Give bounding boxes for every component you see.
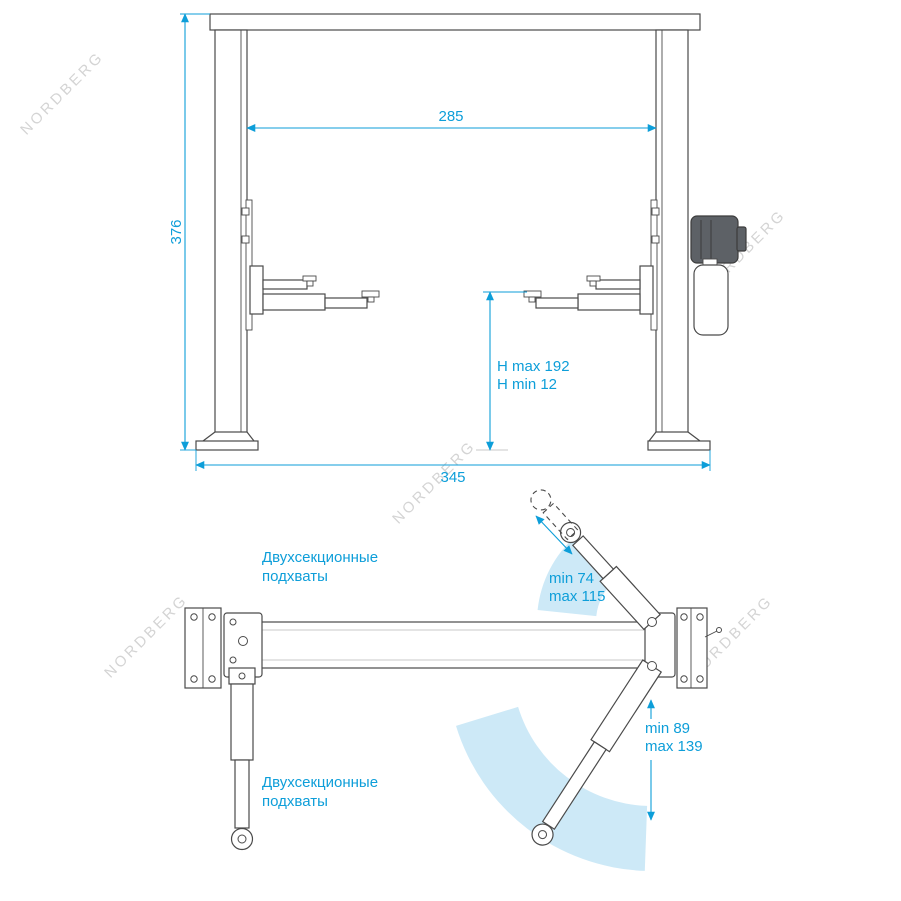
right-end-assembly [644, 607, 722, 689]
dim-width-label: 285 [438, 108, 463, 125]
watermark-text: NORDBERG [17, 48, 107, 138]
dim-base-label: 345 [440, 469, 465, 486]
left-arm-top-view [228, 667, 256, 851]
arms-label-top-line1: Двухсекционные [262, 549, 378, 566]
right-carriage-bolt [651, 207, 660, 216]
arms-label-bottom-line2: подхваты [262, 793, 328, 810]
watermark-text: NORDBERG [389, 437, 479, 527]
motor-unit [690, 215, 747, 336]
dim-lower-arm: min 89 max 139 [645, 699, 703, 821]
lower-arm-max-label: max 139 [645, 738, 703, 755]
release-lever [704, 630, 718, 638]
left-carriage-bolt [241, 235, 250, 244]
left-arm-front [249, 265, 380, 315]
right-mount-plate [676, 607, 708, 689]
left-arm-telescope [234, 759, 250, 829]
dim-width-285: 285 [246, 108, 657, 132]
motor-cap [736, 226, 747, 252]
left-arm-wide-section [230, 683, 254, 761]
left-base-plate [195, 440, 259, 451]
top-view-beam [257, 621, 649, 669]
upper-arm-min-label: min 74 [549, 570, 594, 587]
right-post [655, 29, 689, 433]
top-view: min 74 max 115 min 89 max 139 Двухсекцио… [184, 489, 722, 871]
dim-pad-height: H max 192 H min 12 [476, 291, 570, 451]
dim-hmax-label: H max 192 [497, 358, 570, 375]
left-end-assembly [184, 607, 263, 689]
arms-label-bottom-line1: Двухсекционные [262, 774, 378, 791]
upper-arm-telescope [571, 535, 615, 580]
front-view: 376 285 345 H max 192 H min 12 [168, 13, 747, 486]
arm-labels: Двухсекционные подхваты Двухсекционные п… [262, 549, 378, 810]
left-carriage-bolt [241, 207, 250, 216]
oil-tank [693, 264, 729, 336]
lower-arm-min-label: min 89 [645, 720, 690, 737]
dim-upper-arm: min 74 max 115 [535, 515, 605, 605]
upper-arm-pad-dashed [530, 489, 552, 511]
dim-height-label: 376 [168, 219, 185, 244]
arms-label-top-line2: подхваты [262, 568, 328, 585]
upper-arm-pivot [647, 617, 657, 627]
right-carriage-bolt [651, 235, 660, 244]
dim-height-376: 376 [168, 13, 210, 451]
lower-arm-top-view [531, 659, 663, 846]
right-base-plate [647, 440, 711, 451]
left-post [214, 29, 248, 433]
top-beam [209, 13, 701, 31]
lower-arm-swing-band [456, 706, 648, 871]
upper-arm-swing-band [537, 536, 615, 617]
lower-arm-pivot [647, 661, 657, 671]
right-carriage-top [644, 612, 676, 678]
right-arm-front [523, 265, 654, 315]
base-plates [195, 431, 711, 451]
left-carriage-rail [245, 199, 253, 331]
dim-hmin-label: H min 12 [497, 376, 557, 393]
watermark-text: NORDBERG [101, 591, 191, 681]
motor [690, 215, 739, 264]
dim-base-345: 345 [195, 450, 711, 486]
upper-arm-max-label: max 115 [549, 588, 605, 605]
right-carriage-rail [650, 199, 658, 331]
